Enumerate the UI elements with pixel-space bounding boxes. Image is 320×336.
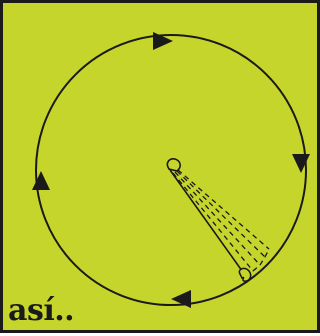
pendulum-string — [170, 170, 245, 275]
arrow-right-icon — [292, 154, 310, 173]
motion-trail — [173, 170, 269, 271]
arrow-left-icon — [32, 171, 50, 190]
circular-path-diagram — [3, 3, 320, 336]
caption-text: así.. — [8, 296, 74, 326]
pivot-icon — [167, 159, 180, 171]
pendulum-bob-icon — [239, 268, 250, 281]
